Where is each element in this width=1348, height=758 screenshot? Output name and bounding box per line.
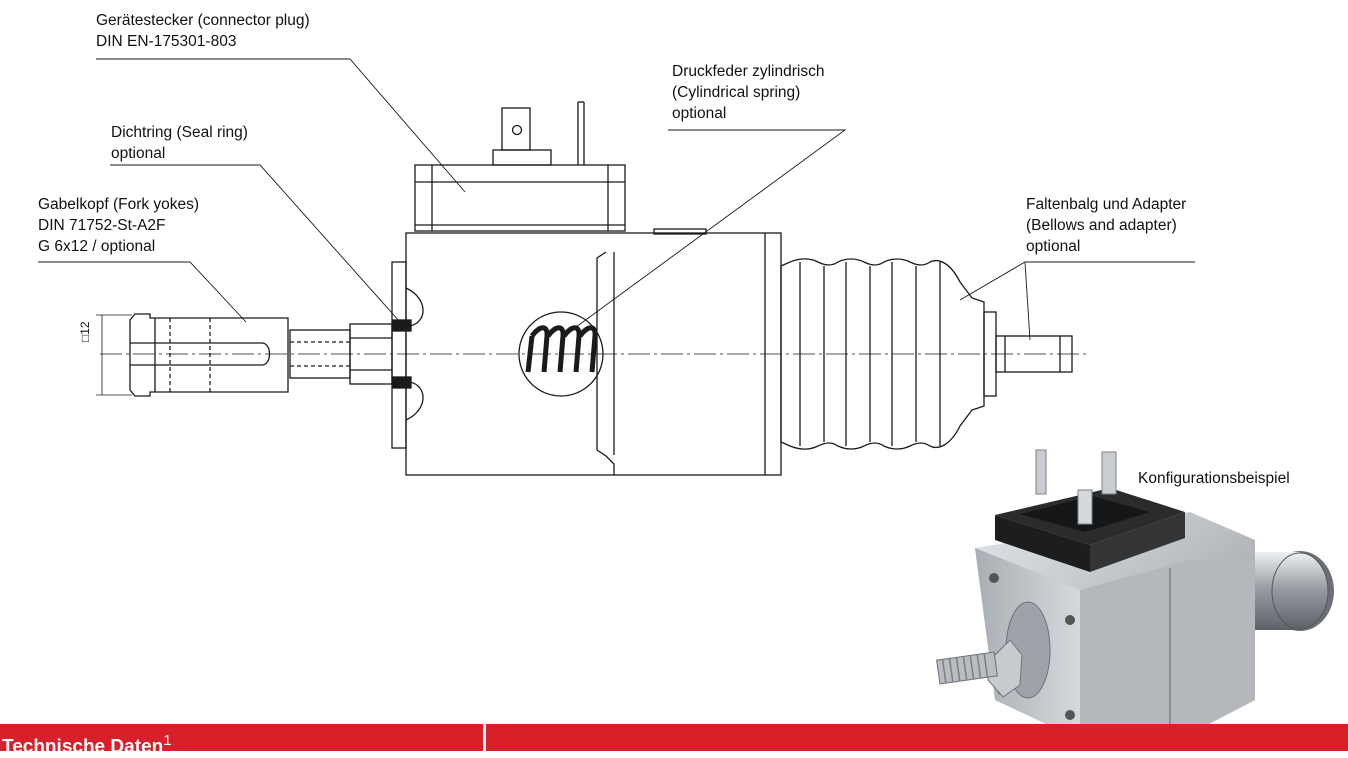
connector-plug-label-line1: Gerätestecker (connector plug): [96, 12, 310, 29]
spring-label-line1: Druckfeder zylindrisch: [672, 63, 825, 80]
connector-plug-label-line2: DIN EN-175301-803: [96, 33, 237, 50]
seal-ring-label-line2: optional: [111, 145, 166, 162]
bellows-label-line2: (Bellows and adapter): [1026, 217, 1177, 234]
bellows: [780, 258, 985, 450]
section-title: Technische Daten1: [2, 732, 172, 758]
section-header-bar: [0, 724, 1348, 751]
fork-yoke-label-line2: DIN 71752-St-A2F: [38, 217, 166, 234]
connector-plug-label: Gerätestecker (connector plug) DIN EN-17…: [96, 10, 310, 52]
bellows-label: Faltenbalg und Adapter (Bellows and adap…: [1026, 194, 1186, 257]
section-title-text: Technische Daten: [2, 736, 164, 758]
bellows-label-line3: optional: [1026, 238, 1081, 255]
dimension-label: □12: [78, 321, 92, 342]
config-example-label: Konfigurationsbeispiel: [1138, 470, 1290, 487]
product-photo: [936, 449, 1334, 740]
fork-yoke-label: Gabelkopf (Fork yokes) DIN 71752-St-A2F …: [38, 194, 199, 257]
section-footnote: 1: [163, 732, 172, 749]
seal-ring-label: Dichtring (Seal ring) optional: [111, 122, 248, 164]
spring-label-line3: optional: [672, 105, 727, 122]
fork-yoke: [129, 313, 289, 397]
section-divider: [483, 724, 486, 751]
spring-label-line2: (Cylindrical spring): [672, 84, 801, 101]
fork-yoke-label-line3: G 6x12 / optional: [38, 238, 156, 255]
fork-yoke-label-line1: Gabelkopf (Fork yokes): [38, 196, 200, 213]
spring-label: Druckfeder zylindrisch (Cylindrical spri…: [672, 61, 824, 124]
connector-plug: [414, 164, 626, 232]
bellows-label-line1: Faltenbalg und Adapter: [1026, 196, 1187, 213]
seal-ring-label-line1: Dichtring (Seal ring): [111, 124, 248, 141]
